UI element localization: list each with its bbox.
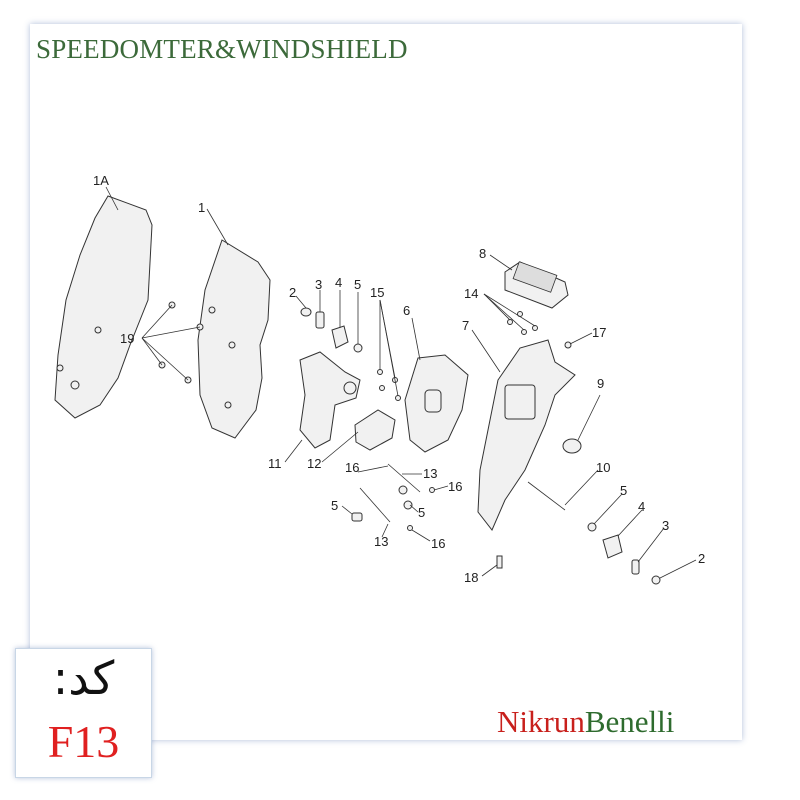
callout-12: 12 — [307, 456, 321, 471]
callout-4-bottom: 4 — [638, 499, 645, 514]
windshield-1 — [197, 239, 271, 439]
callout-16-a: 16 — [345, 460, 359, 475]
callout-5-bottom: 5 — [620, 483, 627, 498]
cover-7 — [477, 339, 576, 531]
callout-5-mid: 5 — [331, 498, 338, 513]
callout-7: 7 — [462, 318, 469, 333]
brand-part-benelli: Benelli — [584, 704, 675, 739]
brand-part-nikrun: Nikrun — [497, 704, 585, 739]
code-label: کد: — [52, 651, 115, 705]
callout-17: 17 — [592, 325, 606, 340]
callout-16-b: 16 — [448, 479, 462, 494]
callout-1: 1 — [198, 200, 205, 215]
callout-6: 6 — [403, 303, 410, 318]
callout-1a: 1A — [93, 173, 109, 188]
callout-5-right: 5 — [418, 505, 425, 520]
callout-19: 19 — [120, 331, 134, 346]
part-code-box: کد: F13 — [15, 648, 152, 778]
brand-logo-text: NikrunBenelli — [497, 704, 674, 740]
callout-11: 11 — [268, 456, 282, 471]
callout-3-top: 3 — [315, 277, 322, 292]
callout-3-bottom: 3 — [662, 518, 669, 533]
callout-5-top: 5 — [354, 277, 361, 292]
callout-4-top: 4 — [335, 275, 342, 290]
callout-18: 18 — [464, 570, 478, 585]
callout-9: 9 — [597, 376, 604, 391]
callout-2-bottom: 2 — [698, 551, 705, 566]
callout-8: 8 — [479, 246, 486, 261]
diagram-card — [30, 24, 742, 740]
callout-15: 15 — [370, 285, 384, 300]
callout-14: 14 — [464, 286, 478, 301]
bracket-11 — [299, 351, 361, 449]
windshield-1a — [54, 195, 153, 419]
callout-16-c: 16 — [431, 536, 445, 551]
callout-10: 10 — [596, 460, 610, 475]
callout-13-b: 13 — [374, 534, 388, 549]
bracket-12 — [354, 409, 396, 451]
code-value: F13 — [47, 716, 120, 767]
diagram-title: SPEEDOMTER&WINDSHIELD — [36, 34, 408, 64]
callout-2-top: 2 — [289, 285, 296, 300]
callout-13-a: 13 — [423, 466, 437, 481]
